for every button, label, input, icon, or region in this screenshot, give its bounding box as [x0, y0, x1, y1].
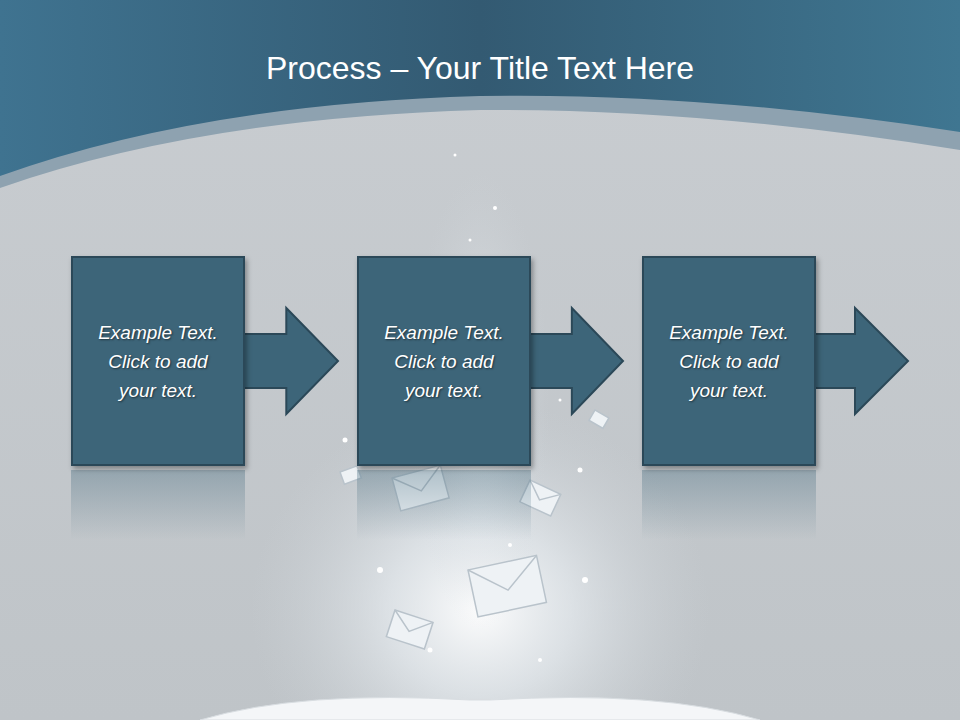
process-arrow: [815, 308, 908, 414]
slide-title: Process – Your Title Text Here: [0, 50, 960, 87]
box-text: Example Text. Click to add your text.: [88, 318, 228, 405]
open-book: [200, 698, 760, 720]
reflections: [71, 470, 816, 540]
block-arrow: [244, 308, 338, 414]
process-box: Example Text. Click to add your text.: [357, 256, 531, 466]
header-band: [0, 0, 960, 176]
box-text: Example Text. Click to add your text.: [374, 318, 514, 405]
process-box: Example Text. Click to add your text.: [71, 256, 245, 466]
header-edge: [0, 0, 960, 188]
sparkles: [343, 154, 589, 663]
block-arrow: [530, 308, 623, 414]
box-text: Example Text. Click to add your text.: [659, 318, 799, 405]
process-box: Example Text. Click to add your text.: [642, 256, 816, 466]
